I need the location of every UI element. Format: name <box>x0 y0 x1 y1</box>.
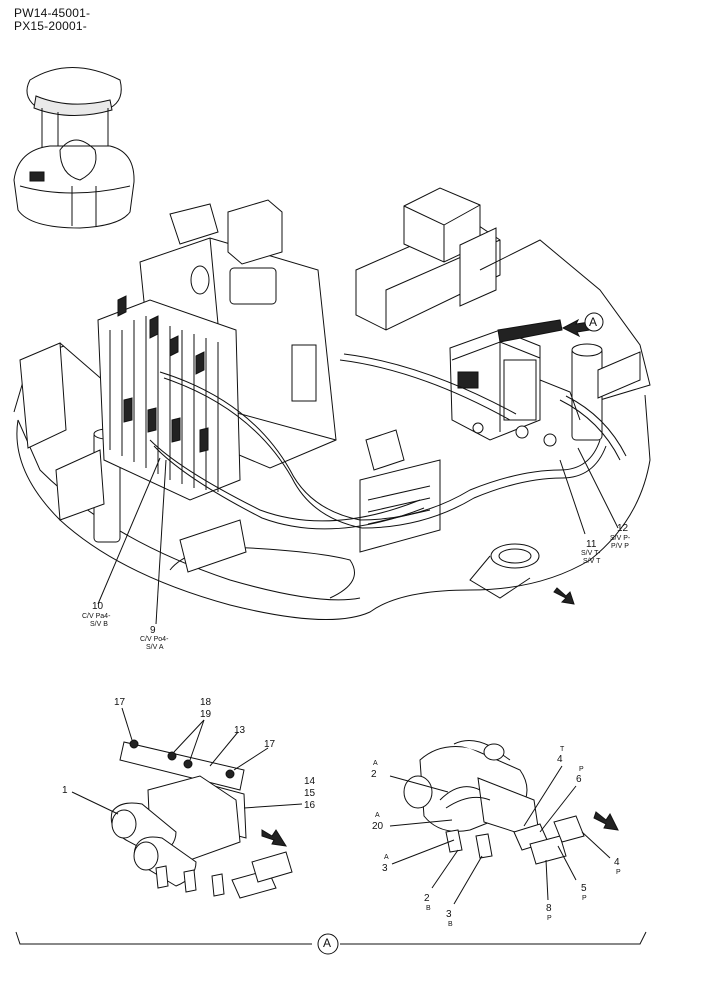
callout-2-b: 2 <box>424 893 430 904</box>
callout-1: 1 <box>62 785 68 796</box>
callout-10: 10 <box>92 601 104 612</box>
left-leader-lines <box>71 707 303 815</box>
port-label-2a: A <box>373 760 378 767</box>
callout-11-line2: S/V T <box>583 558 601 565</box>
callout-3-b: 3 <box>446 909 452 920</box>
callout-20-a: 20 <box>372 821 384 832</box>
hose-routing <box>149 353 627 530</box>
callout-8-p: 8 <box>546 903 552 914</box>
callout-11: 11 <box>586 539 597 550</box>
callout-10-line1: C/V Pa4- <box>82 613 111 620</box>
view-arrow-a <box>561 312 604 338</box>
callout-11-line1: S/V T- <box>581 550 601 557</box>
callout-13: 13 <box>234 725 246 736</box>
callout-3-a: 3 <box>382 863 388 874</box>
machine-thumbnail <box>13 67 135 229</box>
detail-left-assembly <box>110 739 293 899</box>
detail-bracket <box>15 931 647 945</box>
port-label-20a: A <box>375 812 380 819</box>
detail-marker-circle <box>317 933 339 955</box>
callout-16: 16 <box>304 800 316 811</box>
callout-12-line2: P/V P <box>611 543 629 550</box>
callout-18: 18 <box>200 697 212 708</box>
view-marker-upper: A <box>589 315 598 329</box>
callout-9-line1: C/V Po4- <box>140 636 169 643</box>
port-label-8p: P <box>547 915 552 922</box>
callout-9: 9 <box>150 625 156 636</box>
callout-17-a: 17 <box>114 697 126 708</box>
callout-10-line2: S/V B <box>90 621 108 628</box>
serial-number-1: PW14-45001- <box>14 6 91 20</box>
callout-12: 12 <box>617 523 629 534</box>
port-label-3a: A <box>384 854 389 861</box>
right-leader-lines <box>389 765 611 905</box>
upper-leader-lines <box>97 447 619 625</box>
serial-number-2: PX15-20001- <box>14 19 87 33</box>
callout-4-t: 4 <box>557 754 563 765</box>
port-label-5p: P <box>582 895 587 902</box>
direction-arrow-icon <box>553 587 575 605</box>
control-valve <box>97 295 241 501</box>
callout-9-line2: S/V A <box>146 644 164 651</box>
port-label-6p: P <box>579 766 584 773</box>
port-label-2b: B <box>426 905 431 912</box>
callout-17-b: 17 <box>264 739 276 750</box>
port-label-4t: T <box>560 746 565 753</box>
port-label-4p: P <box>616 869 621 876</box>
callout-14: 14 <box>304 776 316 787</box>
port-label-3b: B <box>448 921 453 928</box>
callout-2-a: 2 <box>371 769 377 780</box>
view-marker-lower: A <box>323 936 332 950</box>
callout-6-p: 6 <box>576 774 582 785</box>
callout-5-p: 5 <box>581 883 587 894</box>
callout-4-p: 4 <box>614 857 620 868</box>
detail-right-assembly <box>403 740 619 865</box>
callout-19: 19 <box>200 709 212 720</box>
callout-15: 15 <box>304 788 316 799</box>
callout-12-line1: S/V P- <box>610 535 631 542</box>
solenoid-valve-block <box>449 319 581 447</box>
